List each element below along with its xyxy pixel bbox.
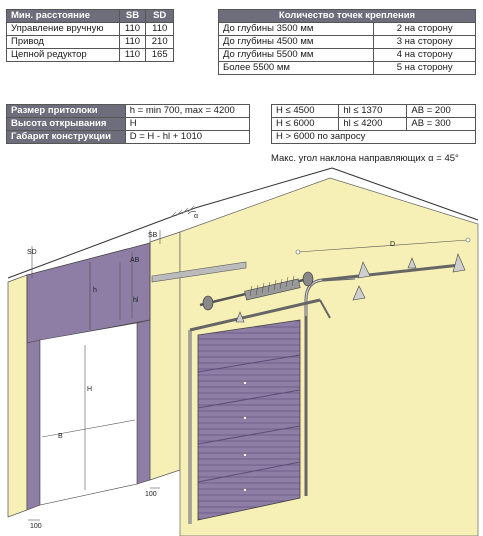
sb-value: 110 — [118, 48, 147, 62]
label-alpha: α — [194, 213, 198, 220]
left-wall-panel — [7, 274, 28, 518]
angle-marker — [187, 211, 197, 215]
row-label: Цепной редуктор — [6, 48, 120, 62]
min-distance-table: Мин. расстояние SB SD Управление вручную… — [6, 9, 174, 62]
table-row: Размер притолоки h = min 700, max = 4200 — [6, 104, 251, 118]
sd-value: 165 — [145, 48, 174, 62]
count-cell: 5 на сторону — [373, 61, 476, 75]
dimension-label: Габарит конструкции — [6, 130, 126, 144]
label-hl: hl — [133, 297, 139, 304]
label-ab: AB — [130, 257, 140, 264]
door-leaf — [197, 319, 301, 521]
right-wall-panel — [149, 231, 181, 481]
table-row: H ≤ 4500 hl ≤ 1370 AB = 200 — [270, 104, 476, 118]
table-row: H > 6000 по запросу — [271, 130, 476, 144]
depth-cell: Более 5500 мм — [217, 61, 375, 75]
table-row: Габарит конструкции D = H - hl + 1010 — [6, 130, 251, 144]
height-limits-table: H ≤ 4500 hl ≤ 1370 AB = 200 H ≤ 6000 hl … — [270, 104, 476, 144]
table-row: Управление вручную 110 110 — [6, 22, 174, 36]
roof-line — [7, 167, 333, 279]
table-row: Более 5500 мм 5 на сторону — [217, 61, 476, 75]
sb-header: SB — [118, 9, 147, 23]
table-row: До глубины 3500 мм 2 на сторону — [217, 22, 476, 36]
label-b: B — [58, 433, 63, 440]
sb-value: 110 — [118, 35, 147, 49]
label-offset-right: 100 — [145, 491, 157, 498]
dimension-value: D = H - hl + 1010 — [124, 130, 251, 144]
label-offset-bottom: 100 — [30, 523, 42, 530]
label-d: D — [390, 241, 395, 248]
spring-drum — [202, 271, 314, 311]
ceiling-rail — [151, 261, 247, 283]
label-sb: SB — [148, 232, 158, 239]
left-top-rail — [189, 298, 321, 332]
min-distance-header: Мин. расстояние — [6, 9, 120, 23]
sectional-door — [188, 237, 471, 524]
door-opening-front — [26, 230, 161, 521]
left-jamb — [26, 339, 41, 511]
depth-dimension — [297, 239, 469, 253]
max-angle-note: Макс. угол наклона направляющих α = 45° — [271, 153, 459, 164]
right-jamb — [136, 319, 151, 485]
table-row: Цепной редуктор 110 165 — [6, 48, 174, 62]
table-row: Привод 110 210 — [6, 35, 174, 49]
extra-cell: H > 6000 по запросу — [271, 130, 476, 144]
label-h-small: h — [93, 287, 97, 294]
dimensions-table: Размер притолоки h = min 700, max = 4200… — [6, 104, 251, 144]
label-h-big: H — [87, 386, 92, 393]
mount-points-table: Количество точек крепления До глубины 35… — [217, 9, 476, 75]
label-sd: SD — [27, 249, 37, 256]
